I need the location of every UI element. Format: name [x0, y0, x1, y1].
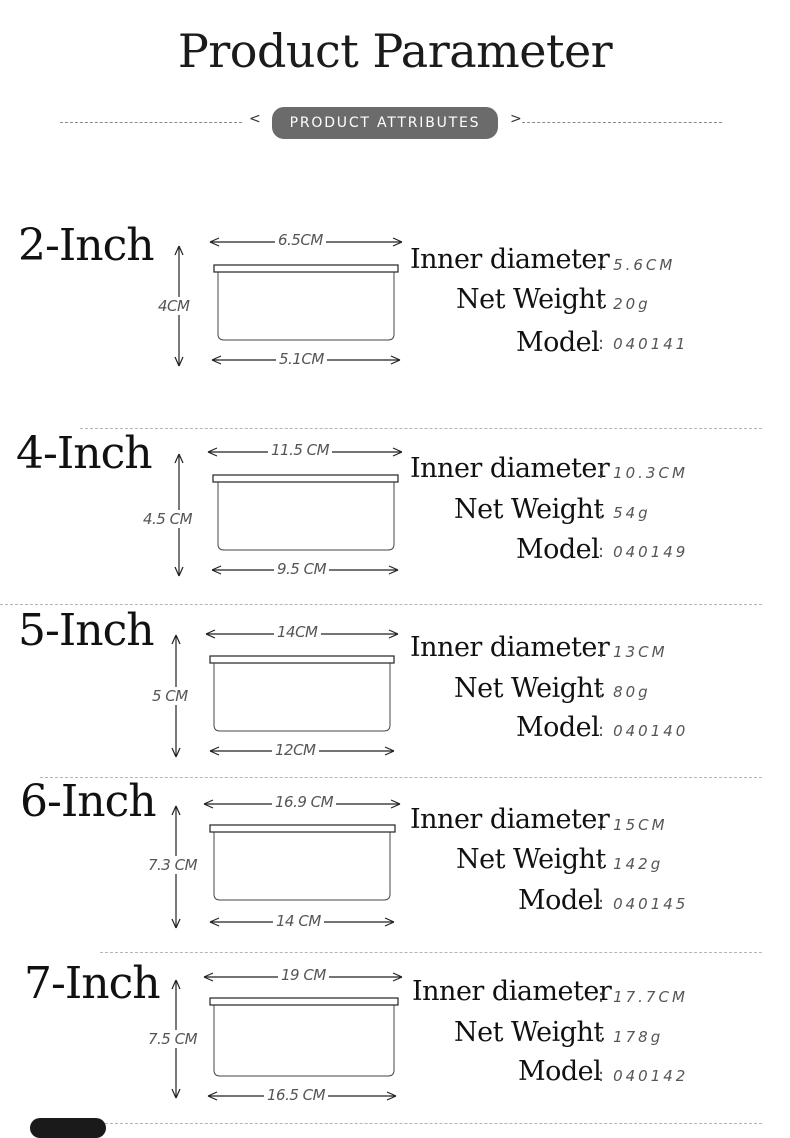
inner-diameter-value: :10.3CM — [598, 462, 688, 483]
bottom-width: 16.5 CM — [264, 1086, 329, 1104]
height-dimension: 5 CM — [149, 687, 191, 705]
net-weight-label: Net Weight — [456, 284, 606, 315]
net-weight-value: :178g — [598, 1026, 664, 1047]
inner-diameter-value: :15CM — [598, 814, 668, 835]
product-item-2-inch: 2-Inch 6.5CM 4CM 5.1CM Inner diameter :5… — [0, 220, 790, 400]
separator — [80, 428, 762, 429]
divider-line-right — [522, 122, 722, 123]
height-dimension: 7.3 CM — [145, 856, 201, 874]
divider-line-left — [60, 122, 242, 123]
model-value: :040149 — [598, 541, 689, 562]
product-item-4-inch: 4-Inch 11.5 CM 4.5 CM 9.5 CM Inner diame… — [0, 428, 790, 608]
height-dimension: 4CM — [155, 297, 193, 315]
model-value: :040142 — [598, 1065, 689, 1086]
net-weight-value: :54g — [598, 502, 651, 523]
top-width: 6.5CM — [275, 231, 326, 249]
inner-diameter-label: Inner diameter — [410, 632, 610, 663]
height-dimension: 4.5 CM — [140, 510, 196, 528]
top-width: 11.5 CM — [268, 441, 333, 459]
net-weight-label: Net Weight — [456, 844, 606, 875]
pan-diagram — [171, 972, 403, 1101]
product-item-5-inch: 5-Inch 14CM 5 CM 12CM Inner diameter :13… — [0, 605, 790, 785]
separator — [100, 1123, 762, 1124]
bottom-width: 12CM — [272, 741, 319, 759]
model-value: :040141 — [598, 333, 689, 354]
page-title: Product Parameter — [177, 24, 613, 78]
model-label: Model — [516, 534, 600, 565]
net-weight-label: Net Weight — [454, 673, 604, 704]
model-label: Model — [518, 1056, 602, 1087]
product-item-7-inch: 7-Inch 19 CM 7.5 CM 16.5 CM Inner diamet… — [0, 948, 790, 1128]
attributes-divider: < PRODUCT ATTRIBUTES > — [0, 105, 790, 139]
inner-diameter-label: Inner diameter — [410, 244, 610, 275]
model-value: :040140 — [598, 720, 689, 741]
inner-diameter-label: Inner diameter — [410, 453, 610, 484]
inner-diameter-value: :5.6CM — [598, 254, 676, 275]
chevron-left-icon: < — [249, 111, 261, 127]
net-weight-value: :142g — [598, 853, 664, 874]
height-dimension: 7.5 CM — [145, 1030, 201, 1048]
next-section-badge — [30, 1118, 106, 1138]
top-width: 16.9 CM — [272, 793, 337, 811]
product-item-6-inch: 6-Inch 16.9 CM 7.3 CM 14 CM Inner diamet… — [0, 776, 790, 956]
pan-diagram — [171, 799, 401, 929]
separator — [100, 952, 762, 953]
size-label: 6-Inch — [20, 776, 157, 827]
net-weight-label: Net Weight — [454, 1017, 604, 1048]
bottom-width: 5.1CM — [276, 350, 327, 368]
net-weight-value: :80g — [598, 681, 651, 702]
size-label: 4-Inch — [16, 428, 153, 479]
model-label: Model — [518, 885, 602, 916]
inner-diameter-value: :13CM — [598, 641, 668, 662]
inner-diameter-value: :17.7CM — [598, 986, 688, 1007]
product-attributes-badge: PRODUCT ATTRIBUTES — [272, 107, 498, 139]
bottom-width: 14 CM — [273, 912, 324, 930]
inner-diameter-label: Inner diameter — [410, 804, 610, 835]
top-width: 14CM — [274, 623, 321, 641]
pan-diagram — [171, 629, 399, 758]
model-label: Model — [516, 327, 600, 358]
size-label: 7-Inch — [24, 958, 161, 1009]
top-width: 19 CM — [278, 966, 329, 984]
net-weight-label: Net Weight — [454, 494, 604, 525]
size-label: 5-Inch — [18, 605, 155, 656]
pan-diagram — [174, 237, 403, 367]
inner-diameter-label: Inner diameter — [412, 976, 612, 1007]
model-label: Model — [516, 712, 600, 743]
separator — [40, 777, 762, 778]
size-label: 2-Inch — [18, 220, 155, 271]
bottom-width: 9.5 CM — [274, 560, 330, 578]
net-weight-value: :20g — [598, 293, 651, 314]
separator — [0, 604, 762, 605]
chevron-right-icon: > — [510, 111, 522, 127]
pan-diagram — [174, 447, 403, 577]
model-value: :040145 — [598, 893, 689, 914]
